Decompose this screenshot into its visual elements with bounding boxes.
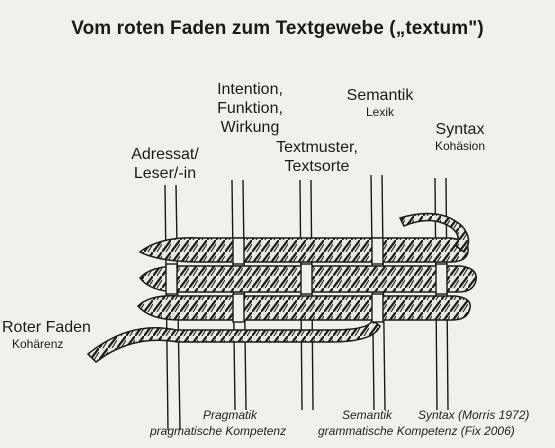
footer-grammatische-kompetenz: grammatische Kompetenz (Fix 2006)	[318, 424, 515, 438]
weft-strands	[88, 214, 476, 363]
footer-pragmatische-kompetenz: pragmatische Kompetenz	[150, 424, 286, 438]
footer-pragmatik: Pragmatik	[203, 408, 257, 422]
footer-semantik: Semantik	[342, 408, 392, 422]
footer-syntax-morris: Syntax (Morris 1972)	[418, 408, 529, 422]
